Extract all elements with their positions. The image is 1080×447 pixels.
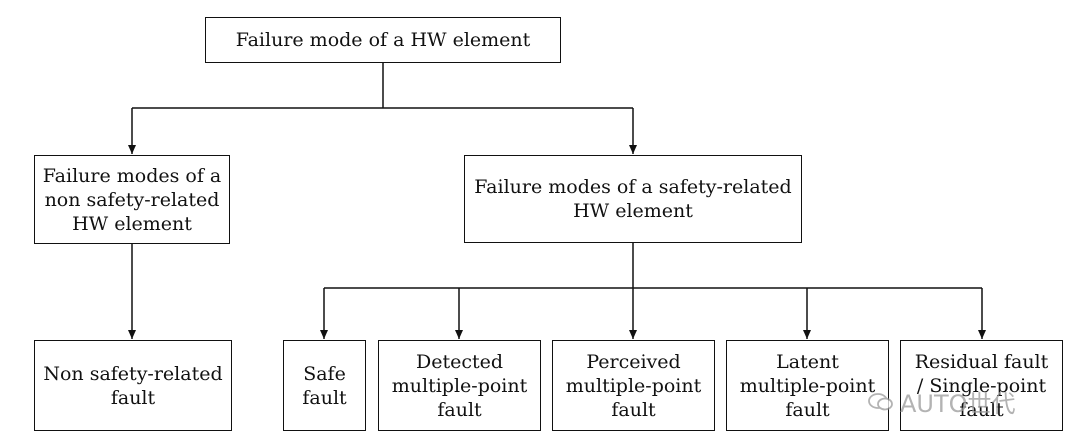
node-residual-single-point-fault: Residual fault / Single-point fault: [900, 340, 1063, 431]
chat-bubble-icon: [868, 392, 893, 410]
node-latent-label: Latent multiple-point fault: [739, 350, 876, 421]
node-safety-related-element: Failure modes of a safety-related HW ele…: [464, 155, 802, 243]
node-root: Failure mode of a HW element: [205, 17, 561, 63]
node-non-safety-related-fault: Non safety-related fault: [34, 340, 232, 431]
node-safety-label: Failure modes of a safety-related HW ele…: [474, 176, 792, 222]
node-safe-fault: Safe fault: [283, 340, 366, 431]
node-perceived-label: Perceived multiple-point fault: [565, 350, 702, 421]
node-perceived-multiple-point-fault: Perceived multiple-point fault: [552, 340, 715, 431]
node-detected-label: Detected multiple-point fault: [391, 350, 528, 421]
node-latent-multiple-point-fault: Latent multiple-point fault: [726, 340, 889, 431]
node-safe-fault-label: Safe fault: [302, 362, 347, 409]
watermark-text: AUTO世代: [900, 390, 1016, 418]
node-residual-label: Residual fault / Single-point fault: [914, 350, 1049, 421]
node-non-safety-label: Failure modes of a non safety-related HW…: [42, 164, 222, 235]
node-non-safety-fault-label: Non safety-related fault: [43, 362, 223, 409]
node-non-safety-related-element: Failure modes of a non safety-related HW…: [34, 155, 230, 244]
node-detected-multiple-point-fault: Detected multiple-point fault: [378, 340, 541, 431]
node-root-label: Failure mode of a HW element: [235, 29, 531, 51]
watermark: AUTO世代: [868, 384, 1016, 419]
